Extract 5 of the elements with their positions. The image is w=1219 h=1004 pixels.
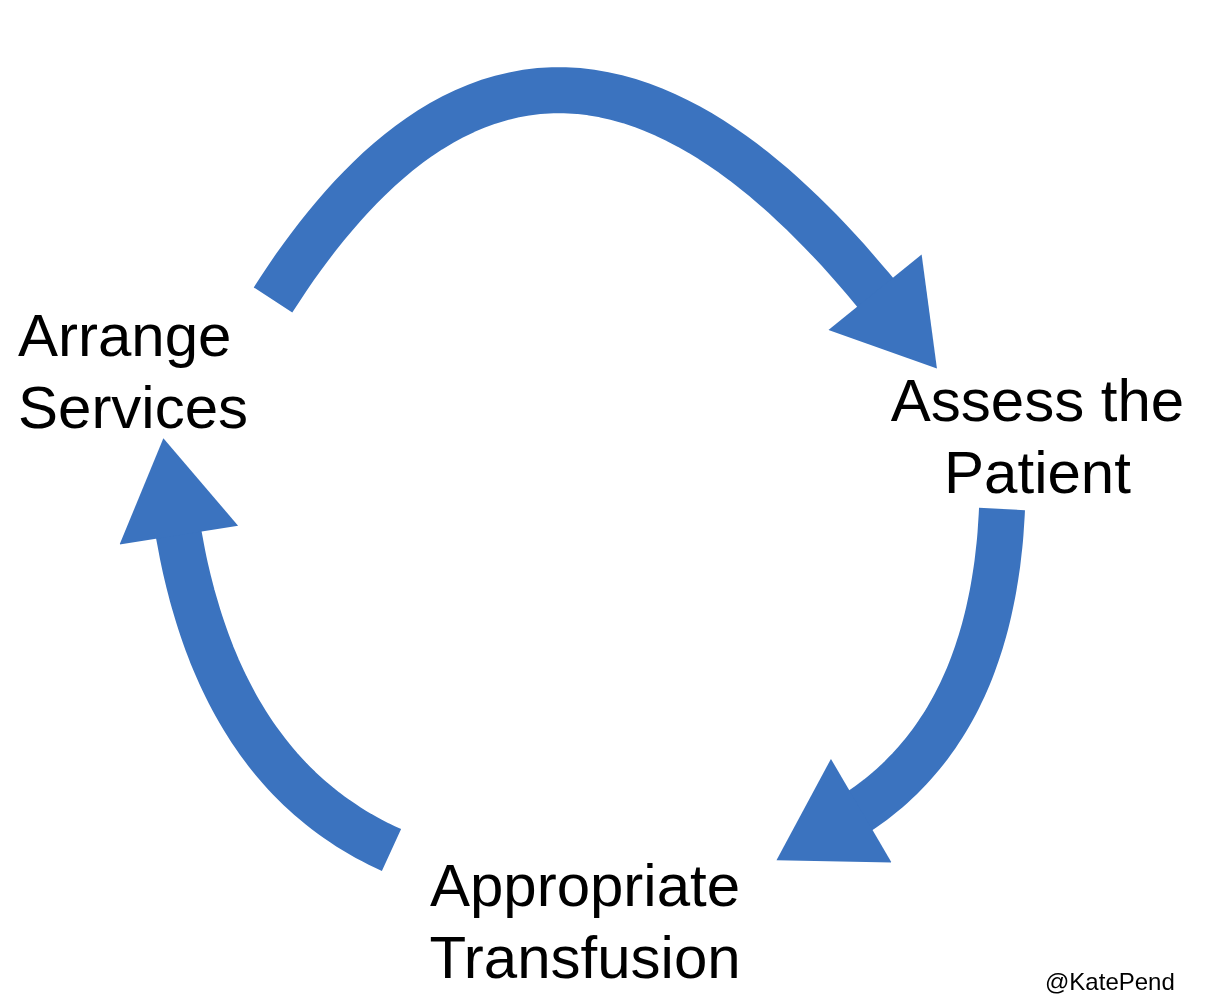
curved-arrow [253, 67, 937, 369]
step-label: Arrange Services [18, 301, 250, 443]
step-label: Assess the Patient [889, 366, 1186, 508]
author-handle: @KatePend [1045, 968, 1175, 996]
step-label: Appropriate Transfusion [428, 851, 742, 993]
